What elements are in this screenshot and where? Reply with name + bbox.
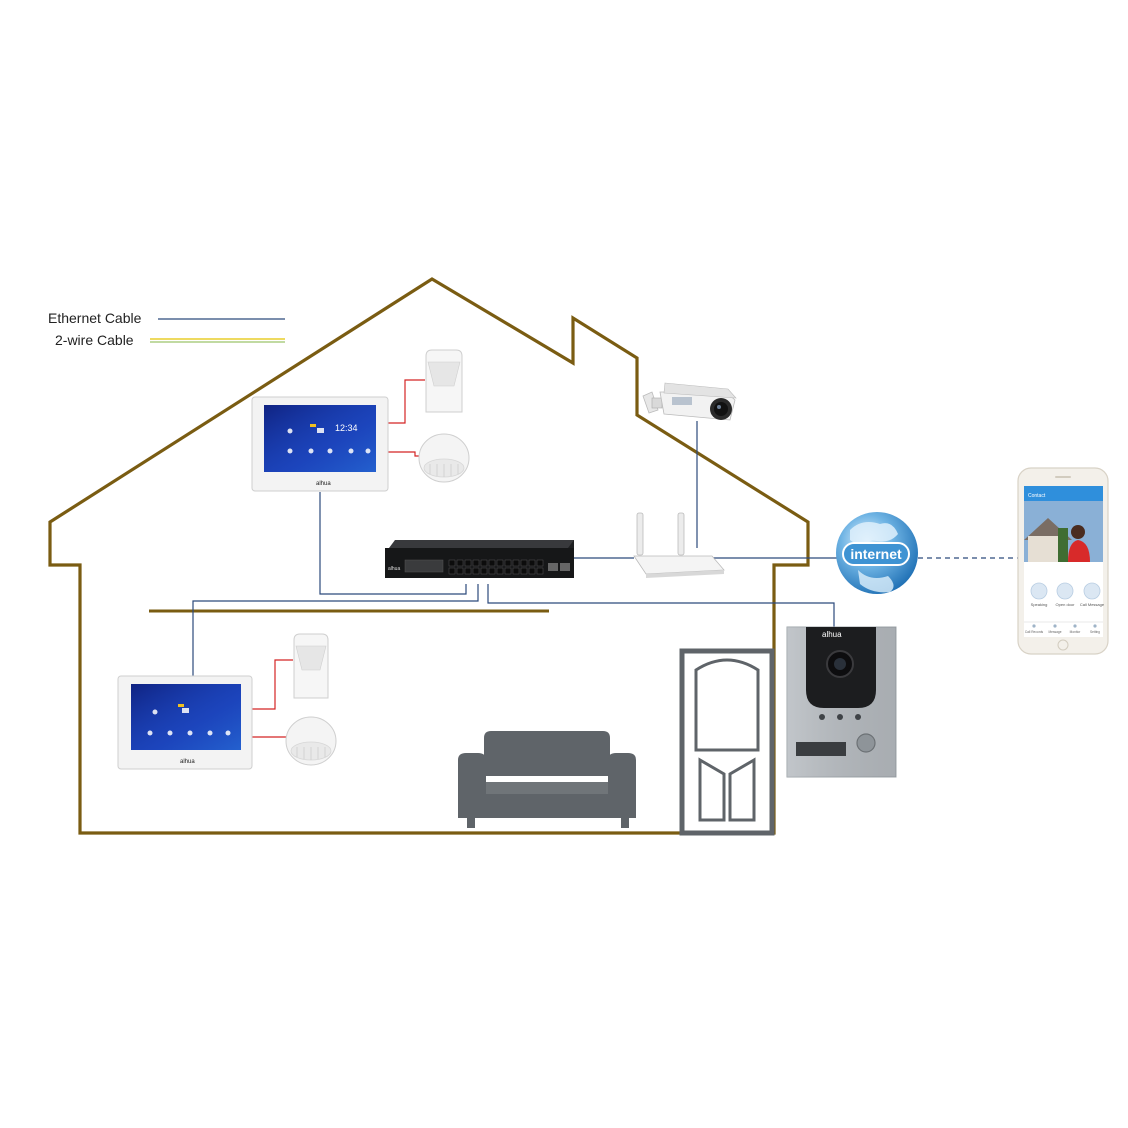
switch-ports [448, 559, 544, 575]
phone-action-buttons [1030, 582, 1101, 600]
switch-port [520, 559, 528, 567]
switch-port [448, 559, 456, 567]
door-station: alhua [786, 626, 897, 778]
sofa [458, 731, 636, 828]
phone-nav-icons [1032, 624, 1097, 628]
switch-port [464, 559, 472, 567]
phone-button-call-message: Call Message [1080, 602, 1105, 607]
house-outline [48, 277, 810, 835]
switch-port [536, 567, 544, 575]
switch-port [456, 567, 464, 575]
ethernet-wiring [192, 421, 838, 676]
switch-port [480, 559, 488, 567]
indoor-monitor-downstairs: alhua [117, 675, 253, 770]
phone-nav-monitor: Monitor [1070, 630, 1082, 634]
network-switch: alhua [385, 540, 574, 578]
phone-nav-call-records: Call Records [1025, 630, 1044, 634]
smoke-detector-downstairs [285, 716, 337, 766]
switch-port [480, 567, 488, 575]
legend: Ethernet Cable 2-wire Cable [48, 310, 285, 348]
switch-port [488, 567, 496, 575]
switch-port [496, 559, 504, 567]
switch-port [448, 567, 456, 575]
switch-port [512, 567, 520, 575]
switch-port [456, 559, 464, 567]
indoor-monitor-upstairs: 12:34 alhua [251, 396, 389, 492]
switch-port [496, 567, 504, 575]
smartphone: Contact Speaking Open door Call Message … [1017, 467, 1109, 655]
switch-port [488, 559, 496, 567]
phone-button-speaking: Speaking [1031, 602, 1048, 607]
switch-port [536, 559, 544, 567]
monitor-icons [147, 708, 231, 736]
monitor-brand: alhua [316, 481, 331, 487]
switch-port [472, 559, 480, 567]
monitor-brand: alhua [180, 759, 195, 765]
phone-header: Contact [1028, 493, 1046, 499]
phone-button-open-door: Open door [1056, 602, 1076, 607]
monitor-clock: 12:34 [335, 423, 358, 433]
monitor-icons [287, 428, 371, 454]
switch-port [464, 567, 472, 575]
switch-port [512, 559, 520, 567]
switch-port [528, 559, 536, 567]
internet-label: internet [850, 546, 902, 562]
pir-motion-sensor-upstairs [425, 349, 463, 413]
switch-brand: alhua [388, 566, 400, 572]
legend-2wire-label: 2-wire Cable [55, 332, 134, 348]
bullet-camera [642, 382, 737, 421]
switch-port [528, 567, 536, 575]
alarm-wiring [252, 379, 425, 738]
door-station-brand: alhua [822, 630, 842, 639]
wifi-router [633, 512, 725, 578]
legend-ethernet-label: Ethernet Cable [48, 310, 142, 326]
pir-motion-sensor-downstairs [293, 633, 329, 699]
internet-globe: internet [836, 512, 918, 594]
door [679, 648, 775, 836]
door-station-status-icons [819, 714, 861, 720]
phone-nav-message: Message [1049, 630, 1062, 634]
switch-port [504, 567, 512, 575]
switch-port [520, 567, 528, 575]
switch-port [504, 559, 512, 567]
phone-nav-setting: Setting [1090, 630, 1100, 634]
switch-port [472, 567, 480, 575]
smoke-detector-upstairs [418, 433, 470, 483]
